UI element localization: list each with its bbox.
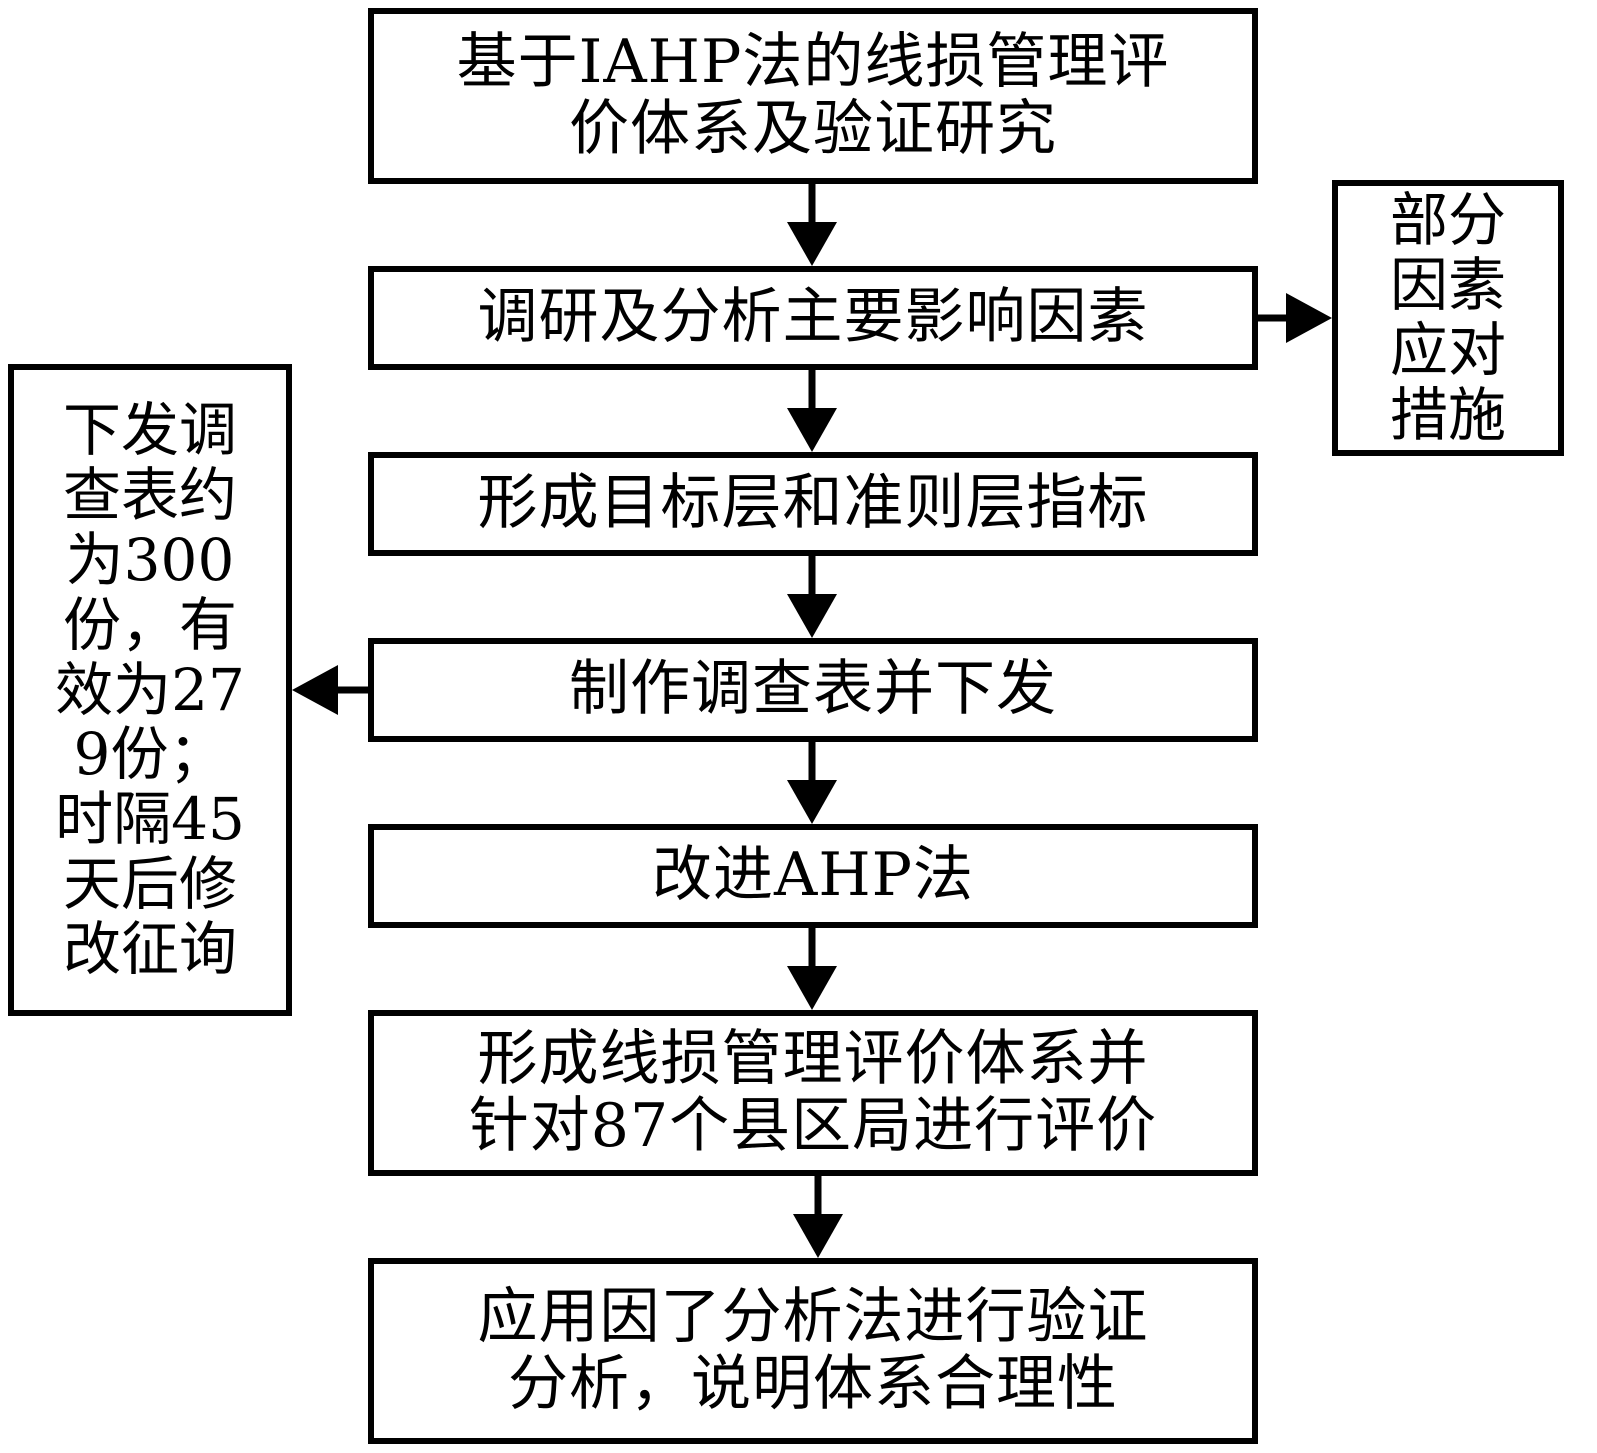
flow-step-7-line-2: 分析，说明体系合理性 [508,1349,1118,1419]
arrow-step5-to-step6 [787,928,837,1010]
side-right-line-1: 部分 [1389,186,1506,255]
side-left-line-8: 天后修 [62,850,237,919]
side-left-line-2: 查表约 [62,460,237,529]
side-box-left-text: 下发调 查表约 为300 份，有 效为27 9份； 时隔45 天后修 改征询 [55,395,245,984]
side-left-line-3: 为300 [65,525,235,594]
side-left-line-5: 效为27 [55,655,245,724]
flow-step-1-line-2: 价体系及验证研究 [568,94,1057,164]
flow-step-6-line-1: 形成线损管理评价体系并 [477,1023,1149,1094]
side-left-line-4: 份，有 [62,590,237,659]
flow-step-6-line-2: 针对87个县区局进行评价 [468,1091,1158,1161]
flow-step-6-text: 形成线损管理评价体系并 针对87个县区局进行评价 [468,1023,1158,1161]
side-right-line-2: 因素 [1389,251,1506,320]
arrow-step3-to-step4 [787,556,837,638]
side-box-right-text: 部分 因素 应对 措施 [1390,188,1506,448]
side-left-line-7: 时隔45 [55,785,245,854]
flow-step-3-text: 形成目标层和准则层指标 [478,470,1149,537]
side-right-line-4: 措施 [1389,380,1506,449]
side-left-line-9: 改征询 [62,915,237,984]
arrow-step4-to-step5 [787,742,837,824]
flow-step-7-line-1: 应用因了分析法进行验证 [477,1281,1149,1352]
flow-step-2-line-1: 调研及分析主要影响因素 [477,282,1149,353]
flow-step-1-text: 基于IAHP法的线损管理评 价体系及验证研究 [456,26,1170,164]
arrow-step6-to-step7 [793,1176,843,1258]
flow-step-6: 形成线损管理评价体系并 针对87个县区局进行评价 [368,1010,1258,1176]
side-right-line-3: 应对 [1389,316,1506,384]
side-box-left: 下发调 查表约 为300 份，有 效为27 9份； 时隔45 天后修 改征询 [8,364,292,1016]
flow-step-1: 基于IAHP法的线损管理评 价体系及验证研究 [368,8,1258,184]
arrow-step1-to-step2 [787,184,837,266]
flow-step-7-text: 应用因了分析法进行验证 分析，说明体系合理性 [477,1281,1149,1419]
arrow-step2-to-right-box [1258,293,1332,343]
side-left-line-1: 下发调 [62,395,237,464]
flow-step-7: 应用因了分析法进行验证 分析，说明体系合理性 [368,1258,1258,1444]
flow-step-3-line-1: 形成目标层和准则层指标 [477,468,1149,539]
arrow-step2-to-step3 [787,370,837,452]
flow-step-2: 调研及分析主要影响因素 [368,266,1258,370]
flow-step-2-text: 调研及分析主要影响因素 [478,284,1149,351]
flow-step-5-text: 改进AHP法 [652,842,974,909]
flow-step-4-line-1: 制作调查表并下发 [569,654,1057,725]
flow-step-1-line-1: 基于IAHP法的线损管理评 [456,26,1170,97]
flow-step-4-text: 制作调查表并下发 [569,656,1057,723]
flow-step-3: 形成目标层和准则层指标 [368,452,1258,556]
flow-step-5: 改进AHP法 [368,824,1258,928]
arrow-step4-to-left-box [292,665,368,715]
flow-step-5-line-1: 改进AHP法 [651,840,975,911]
side-box-right: 部分 因素 应对 措施 [1332,180,1564,456]
side-left-line-6: 9份； [73,720,227,789]
flow-step-4: 制作调查表并下发 [368,638,1258,742]
